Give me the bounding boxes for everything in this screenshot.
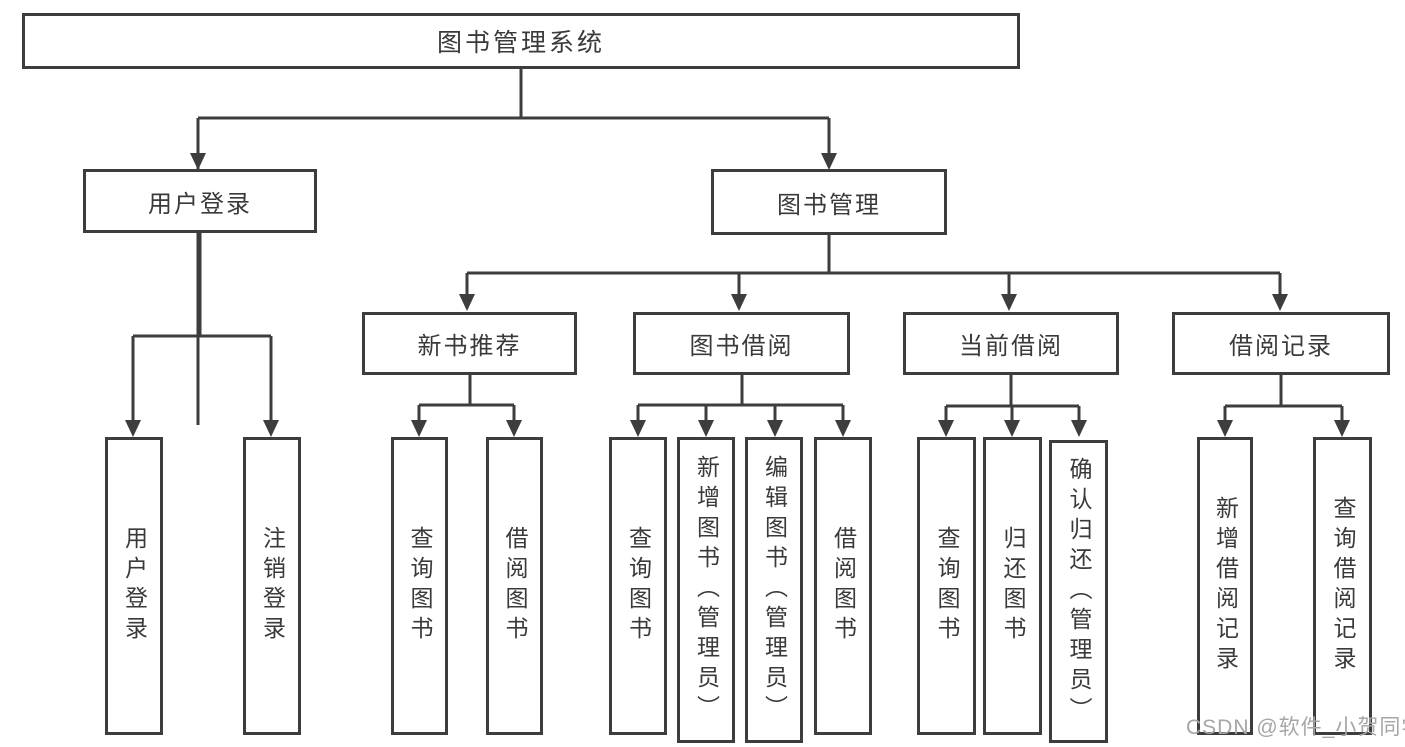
node-root-library-system: 图书管理系统	[22, 13, 1020, 69]
node-book-borrowing-label: 图书借阅	[689, 333, 794, 360]
leaf-query-books-borrowing: 查询图书	[609, 437, 667, 735]
leaf-borrow-books-borrowing: 借阅图书	[814, 437, 872, 735]
leaf-return-books: 归还图书	[983, 437, 1042, 735]
leaf-confirm-return-admin-label: 确认归还（管理员）	[1066, 456, 1092, 727]
leaf-add-borrow-record: 新增借阅记录	[1197, 437, 1253, 735]
node-current-borrowing: 当前借阅	[903, 312, 1119, 375]
connector-borrowing-to-leaves	[630, 375, 851, 437]
csdn-watermark: CSDN @软件_小贺同学	[1186, 716, 1405, 739]
node-book-borrowing: 图书借阅	[633, 312, 850, 375]
leaf-query-books-current: 查询图书	[917, 437, 976, 735]
leaf-query-borrow-record: 查询借阅记录	[1313, 437, 1372, 735]
node-new-book-recommend-label: 新书推荐	[417, 333, 522, 360]
node-borrowing-records: 借阅记录	[1172, 312, 1390, 375]
connector-current-to-leaves	[938, 375, 1087, 437]
connector-newbooks-to-leaves	[411, 375, 522, 437]
node-book-management-module: 图书管理	[711, 169, 947, 235]
node-borrowing-records-label: 借阅记录	[1229, 333, 1333, 360]
leaf-borrow-books-recommend: 借阅图书	[486, 437, 543, 735]
node-root-label: 图书管理系统	[436, 29, 605, 57]
leaf-confirm-return-admin: 确认归还（管理员）	[1049, 440, 1108, 743]
leaf-add-books-admin-label: 新增图书（管理员）	[693, 455, 720, 725]
leaf-query-books-recommend: 查询图书	[391, 437, 448, 735]
leaf-query-books-borrowing-label: 查询图书	[625, 526, 652, 646]
leaf-query-borrow-record-label: 查询借阅记录	[1330, 496, 1356, 676]
leaf-add-books-admin: 新增图书（管理员）	[677, 437, 735, 743]
node-current-borrowing-label: 当前借阅	[959, 333, 1063, 360]
leaf-add-borrow-record-label: 新增借阅记录	[1212, 496, 1239, 676]
connector-userlogin-to-leaves	[125, 233, 279, 437]
leaf-return-books-label: 归还图书	[1000, 526, 1026, 646]
leaf-logout-label: 注销登录	[259, 526, 286, 646]
leaf-query-books-recommend-label: 查询图书	[407, 526, 433, 646]
leaf-user-login: 用户登录	[105, 437, 163, 735]
node-book-management-label: 图书管理	[777, 191, 881, 219]
leaf-user-login-label: 用户登录	[121, 526, 148, 646]
leaf-edit-books-admin: 编辑图书（管理员）	[745, 437, 803, 743]
node-user-login-label: 用户登录	[148, 190, 252, 218]
leaf-query-books-current-label: 查询图书	[934, 526, 960, 646]
node-user-login-module: 用户登录	[83, 169, 317, 233]
connector-records-to-leaves	[1217, 375, 1350, 437]
node-new-book-recommend: 新书推荐	[362, 312, 577, 375]
leaf-logout: 注销登录	[243, 437, 301, 735]
leaf-borrow-books-recommend-label: 借阅图书	[502, 526, 528, 646]
leaf-borrow-books-borrowing-label: 借阅图书	[830, 526, 857, 646]
connector-bookmgmt-to-level3	[459, 235, 1288, 311]
leaf-edit-books-admin-label: 编辑图书（管理员）	[761, 455, 788, 725]
